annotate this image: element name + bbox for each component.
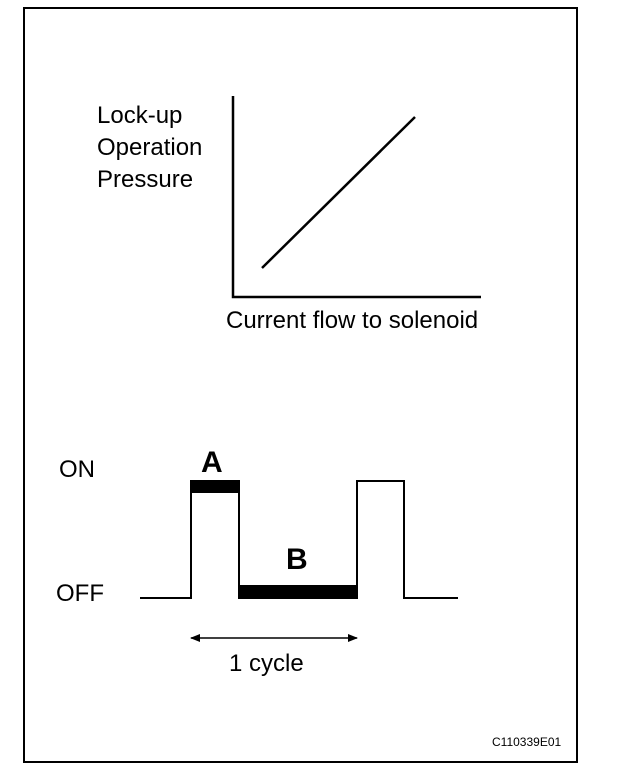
figure-frame: [23, 7, 578, 763]
segment-b-label: B: [286, 543, 308, 576]
segment-a-label: A: [201, 446, 223, 479]
y-axis-label-line-2: Operation: [97, 134, 203, 161]
cycle-label: 1 cycle: [229, 650, 304, 677]
on-state-label: ON: [59, 456, 95, 483]
graph-axes: [231, 96, 481, 299]
figure-code: C110339E01: [492, 735, 562, 749]
segment-a-bar: [191, 480, 239, 493]
pressure-line: [261, 116, 416, 269]
y-axis-label: Lock-up Operation Pressure: [97, 100, 202, 196]
y-axis-label-line-1: Lock-up: [97, 102, 183, 129]
y-axis-label-line-3: Pressure: [97, 166, 194, 193]
x-axis-label: Current flow to solenoid: [226, 307, 479, 334]
segment-b-bar: [239, 585, 357, 598]
duty-cycle-waveform: [140, 480, 458, 599]
off-state-label: OFF: [56, 580, 104, 607]
